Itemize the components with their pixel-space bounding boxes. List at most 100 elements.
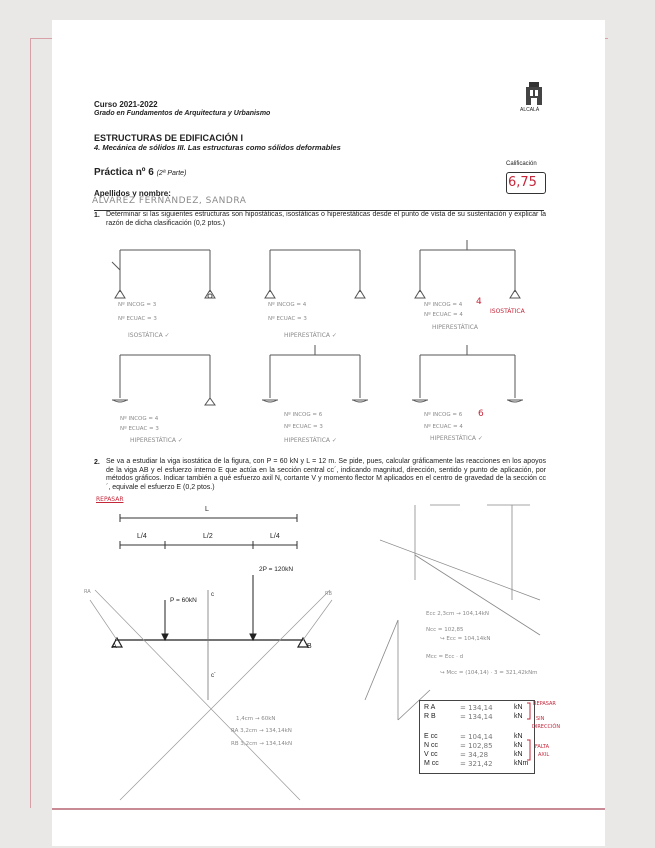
label-L4-right: L/4 bbox=[270, 533, 280, 540]
frame1-result: ISOSTÁTICA ✓ bbox=[128, 332, 170, 339]
calc-rb: RB 3,2cm → 134,14kN bbox=[231, 741, 293, 747]
red-note-axil: AXIL bbox=[538, 752, 550, 758]
practice-title: Práctica nº 6 (2ª Parte) bbox=[94, 167, 186, 178]
frame3-result: HIPERESTÁTICA bbox=[432, 324, 479, 331]
result-row-ecc: E cc = 104,14 kN bbox=[424, 733, 523, 741]
result-unit: kN bbox=[514, 742, 523, 749]
frame5-unknowns: Nº INCOG = 6 bbox=[284, 412, 323, 418]
result-label: N cc bbox=[424, 742, 438, 749]
frame3-unknowns: Nº INCOG = 4 bbox=[424, 302, 463, 308]
frame1-unknowns: Nº INCOG = 3 bbox=[118, 302, 157, 308]
name-label: Apellidos y nombre: bbox=[94, 189, 171, 198]
result-row-ra: R A = 134,14 kN bbox=[424, 704, 523, 712]
result-unit: kN bbox=[514, 733, 523, 740]
label-B: B bbox=[307, 643, 312, 650]
calc-mcc-value: ↪ Mcc = (104,14) · 3 = 321,42kNm bbox=[440, 670, 538, 676]
calc-scale: 1,4cm → 60kN bbox=[236, 716, 276, 722]
frame1-equations: Nº ECUAC = 3 bbox=[118, 316, 157, 322]
frame6-red-number: 6 bbox=[478, 409, 484, 419]
result-unit: kN bbox=[514, 704, 523, 711]
frame2-equations: Nº ECUAC = 3 bbox=[268, 316, 307, 322]
topic-title: 4. Mecánica de sólidos III. Las estructu… bbox=[94, 143, 341, 152]
exam-sheet bbox=[52, 20, 605, 846]
degree-name: Grado en Fundamentos de Arquitectura y U… bbox=[94, 110, 271, 117]
result-unit: kN bbox=[514, 713, 523, 720]
funicular-lines bbox=[89, 589, 333, 801]
frame-1-diagram bbox=[111, 249, 216, 299]
frame-6-diagram bbox=[412, 345, 523, 403]
red-note-repasar: REPASAR bbox=[533, 701, 556, 707]
grade-label: Calificación bbox=[506, 161, 537, 167]
result-label: E cc bbox=[424, 733, 438, 740]
calc-ecc-scale: Ecc 2,3cm → 104,14kN bbox=[426, 611, 490, 617]
subject-title: ESTRUCTURAS DE EDIFICACIÓN I bbox=[94, 133, 244, 143]
result-value: = 134,14 bbox=[460, 704, 493, 712]
result-label: R B bbox=[424, 713, 436, 720]
result-value: = 104,14 bbox=[460, 733, 493, 741]
frame4-equations: Nº ECUAC = 3 bbox=[120, 426, 159, 432]
frame2-unknowns: Nº INCOG = 4 bbox=[268, 302, 307, 308]
q1-statement: Determinar si las siguientes estructuras… bbox=[106, 211, 546, 227]
calc-ncc: Ncc = 102,85 bbox=[426, 627, 464, 633]
calc-ra: RA 3,2cm → 134,14kN bbox=[231, 728, 292, 734]
label-A: A bbox=[112, 643, 117, 650]
q2-statement: Se va a estudiar la viga isostática de l… bbox=[106, 458, 546, 491]
frame-3-diagram bbox=[414, 240, 521, 299]
result-label: R A bbox=[424, 704, 436, 711]
frame5-result: HIPERESTÁTICA ✓ bbox=[284, 437, 337, 444]
force-polygon bbox=[364, 504, 541, 721]
label-RB: RB bbox=[325, 591, 332, 597]
label-RA: RA bbox=[84, 589, 91, 595]
result-label: M cc bbox=[424, 760, 439, 767]
frame6-equations: Nº ECUAC = 4 bbox=[424, 424, 463, 430]
frame5-equations: Nº ECUAC = 3 bbox=[284, 424, 323, 430]
logo-caption: ALCALÁ bbox=[520, 107, 540, 113]
frame-4-diagram bbox=[112, 354, 216, 406]
page-edge-bottom bbox=[52, 808, 605, 810]
label-L2: L/2 bbox=[203, 533, 213, 540]
result-row-mcc: M cc = 321,42 kNm bbox=[424, 760, 528, 768]
beam-dimension-lines bbox=[119, 514, 298, 549]
result-value: = 102,85 bbox=[460, 742, 493, 750]
label-c-prime: c´ bbox=[211, 673, 216, 679]
frame-5-diagram bbox=[262, 345, 368, 403]
result-row-vcc: V cc = 34,28 kN bbox=[424, 751, 523, 759]
frame-2-diagram bbox=[264, 249, 366, 299]
result-value: = 134,14 bbox=[460, 713, 493, 721]
results-table: R A = 134,14 kN R B = 134,14 kN E cc = 104,14… bbox=[419, 700, 535, 774]
practice-number: Práctica nº 6 bbox=[94, 167, 154, 178]
result-row-rb: R B = 134,14 kN bbox=[424, 713, 523, 721]
beam-ab bbox=[110, 636, 310, 648]
label-L4-left: L/4 bbox=[137, 533, 147, 540]
label-P: P = 60kN bbox=[170, 597, 197, 604]
frame3-red-note: ISOSTÁTICA bbox=[490, 308, 525, 315]
practice-part: (2ª Parte) bbox=[156, 170, 187, 177]
page-shadow-left bbox=[30, 38, 31, 808]
frame4-unknowns: Nº INCOG = 4 bbox=[120, 416, 159, 422]
calc-mcc-formula: Mcc = Ecc · d bbox=[426, 654, 464, 660]
frame6-unknowns: Nº INCOG = 6 bbox=[424, 412, 463, 418]
grade-box bbox=[506, 172, 546, 194]
frame4-result: HIPERESTÁTICA ✓ bbox=[130, 437, 183, 444]
red-note-falta: FALTA bbox=[535, 744, 550, 750]
grade-value: 6,75 bbox=[508, 175, 537, 190]
result-unit: kN bbox=[514, 751, 523, 758]
calc-ecc: ↪ Ecc = 104,14kN bbox=[440, 636, 491, 642]
university-logo: ALCALÁ bbox=[520, 80, 548, 116]
q2-red-note: REPASAR bbox=[96, 496, 124, 503]
result-unit: kNm bbox=[514, 760, 529, 767]
red-note-sin: SIN bbox=[536, 716, 545, 722]
result-value: = 34,28 bbox=[460, 751, 489, 759]
result-label: V cc bbox=[424, 751, 438, 758]
red-note-direccion: DIRECCIÓN bbox=[532, 724, 561, 730]
label-c: c bbox=[211, 592, 214, 598]
beam-loads bbox=[161, 575, 257, 642]
label-L: L bbox=[205, 506, 209, 513]
student-name: ÁLVAREZ FERNÁNDEZ, SANDRA bbox=[92, 196, 247, 206]
results-bracket bbox=[527, 702, 531, 761]
result-value: = 321,42 bbox=[460, 760, 493, 768]
result-row-ncc: N cc = 102,85 kN bbox=[424, 742, 523, 750]
q2-number: 2. bbox=[94, 459, 100, 466]
frame6-result: HIPERESTÁTICA ✓ bbox=[430, 435, 483, 442]
